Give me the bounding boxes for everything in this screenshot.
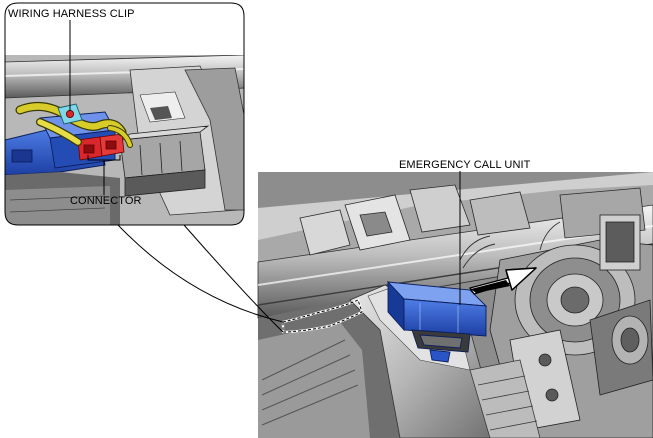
detail-inset (4, 2, 245, 226)
arrow-left-icon (469, 267, 537, 295)
emergency-call-unit-label: EMERGENCY CALL UNIT (399, 159, 531, 171)
callout-leaders (69, 20, 461, 305)
connector-part (77, 133, 125, 161)
main-view (257, 172, 653, 438)
emergency-call-unit-part (386, 280, 488, 363)
zoom-leader-lines (117, 224, 284, 333)
wiring-harness-clip-part (57, 103, 83, 125)
connector-label: CONNECTOR (70, 195, 142, 207)
wiring-harness-clip-label: WIRING HARNESS CLIP (8, 8, 135, 20)
